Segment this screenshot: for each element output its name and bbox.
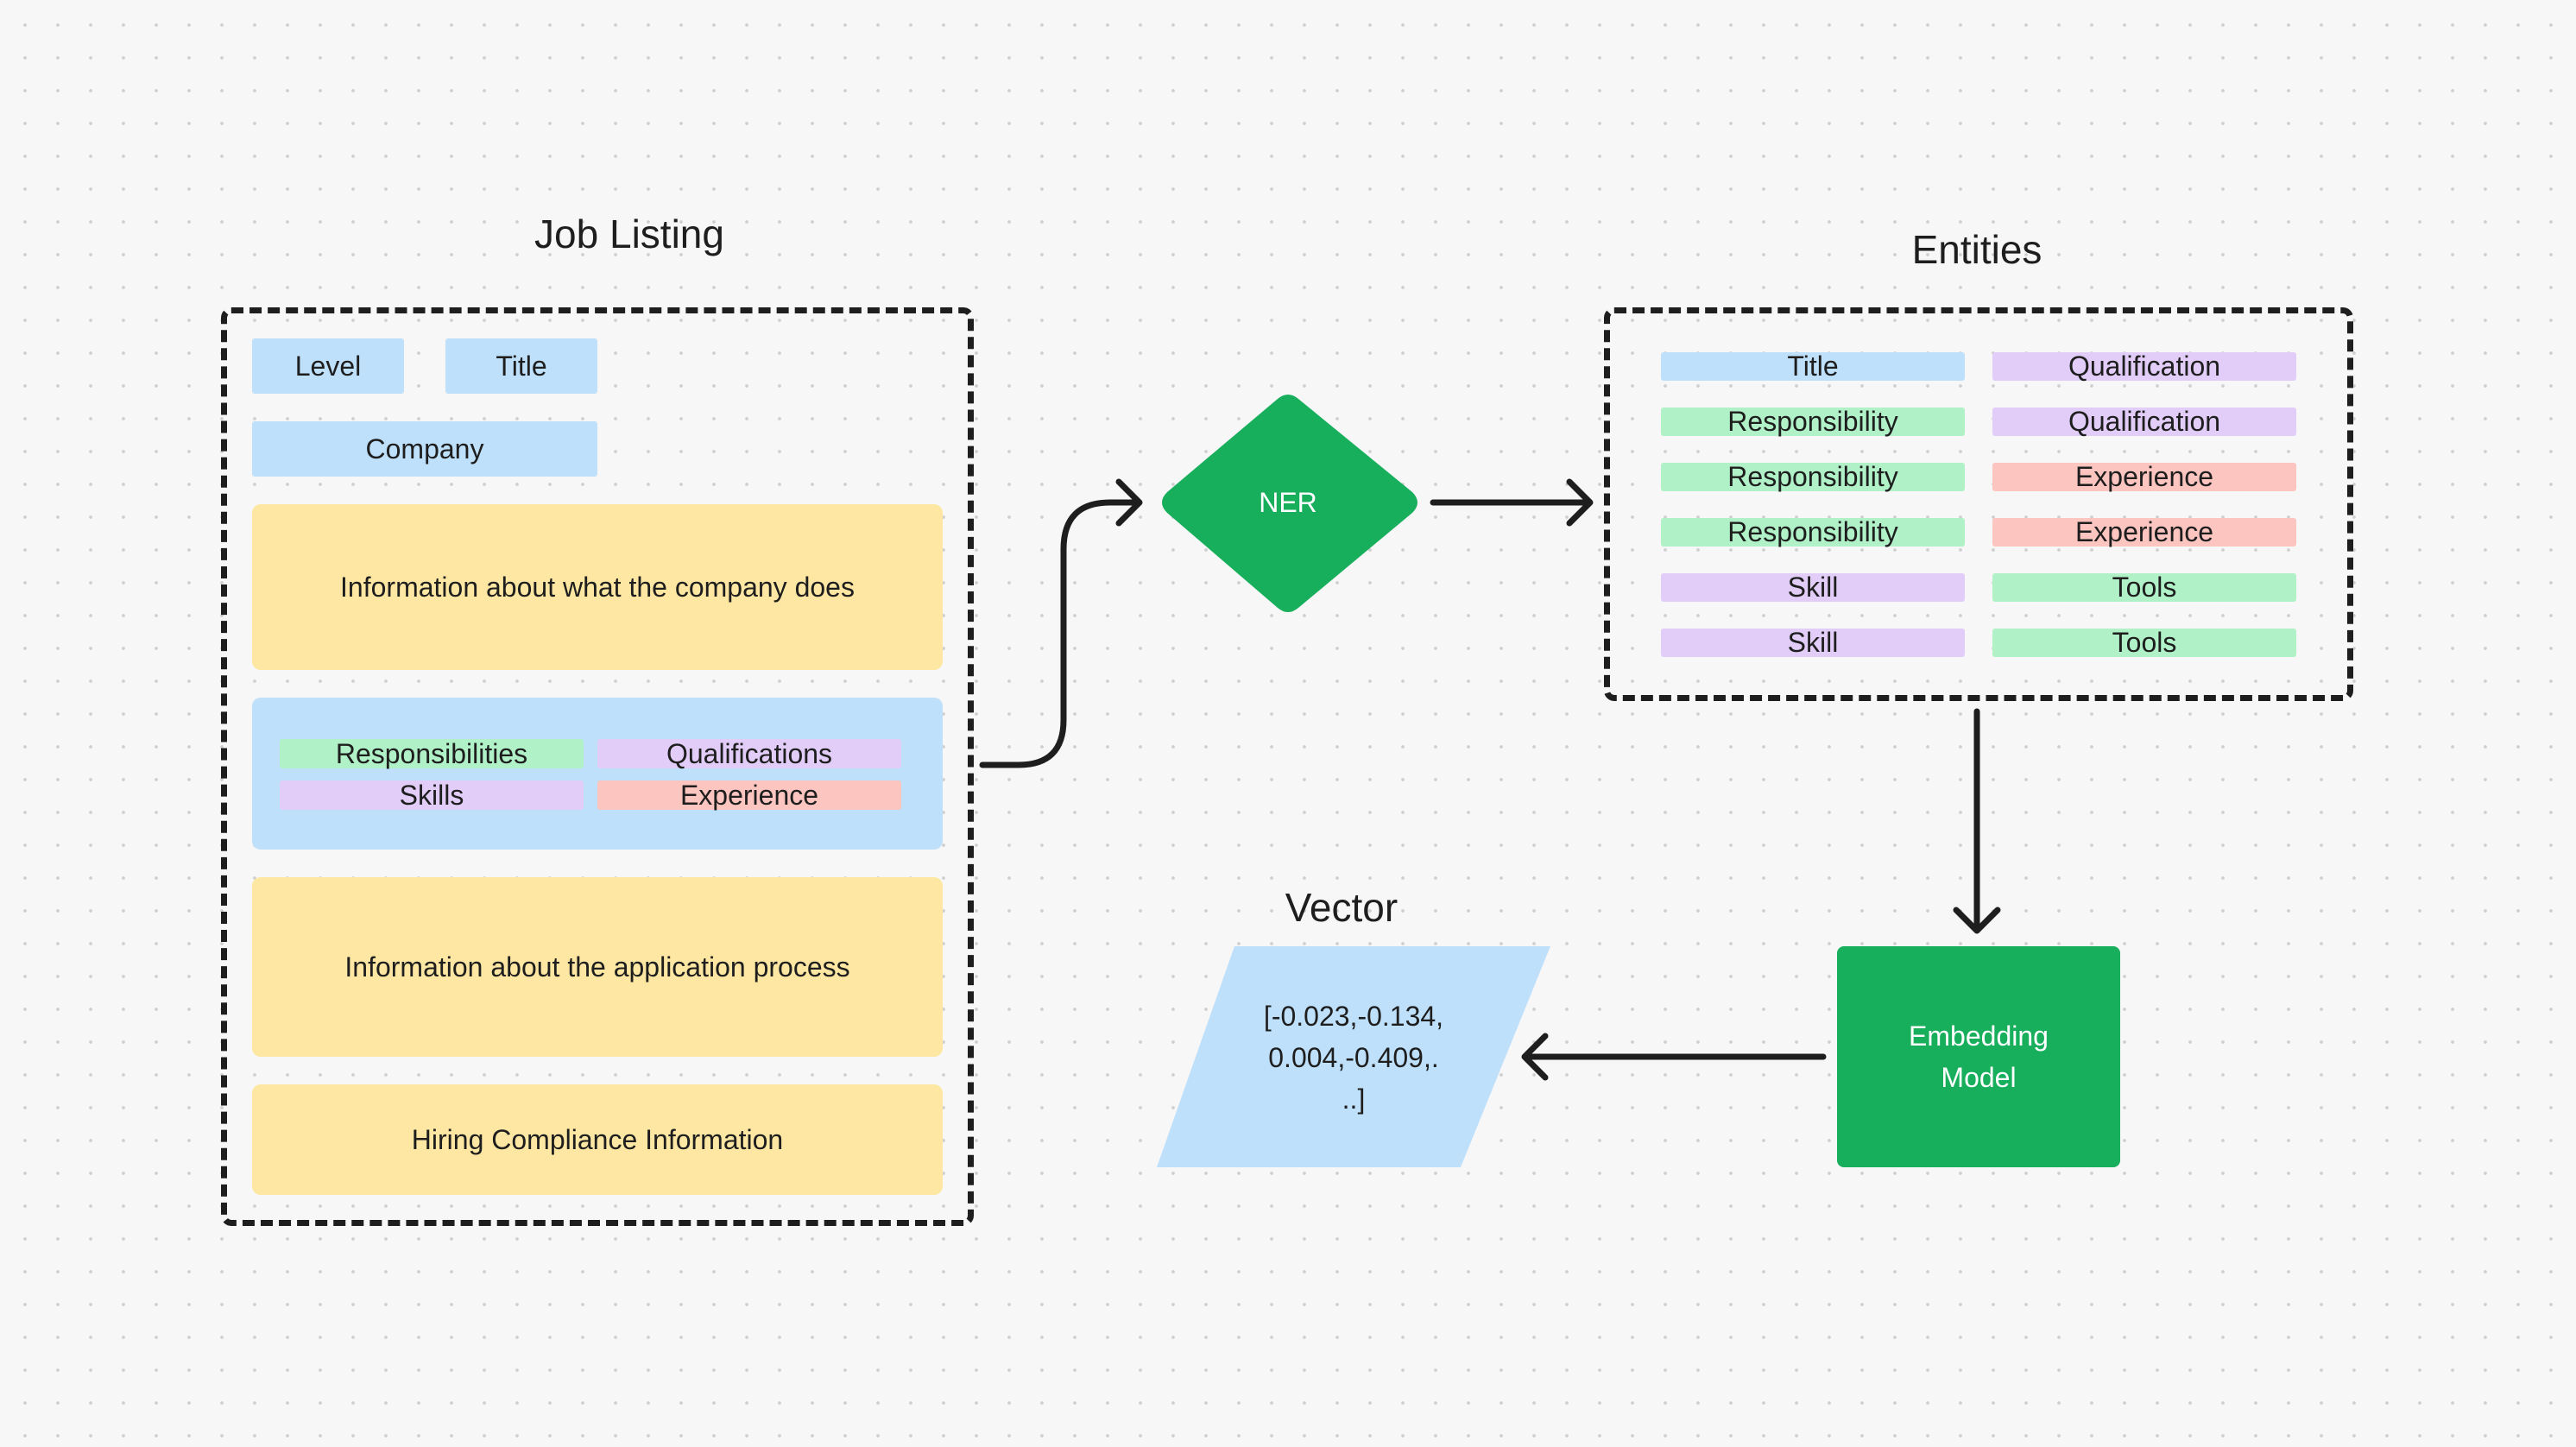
- vector-line-3: ..]: [1342, 1084, 1366, 1115]
- entities-box: [1604, 307, 2353, 701]
- arrowhead-entities-to-embedding: [1953, 907, 2001, 934]
- entities-heading: Entities: [1911, 227, 2042, 272]
- arrowhead-ner-to-entities: [1566, 478, 1594, 527]
- entity-left-6[interactable]: Skill: [1661, 627, 1965, 658]
- level-tag[interactable]: Level: [252, 338, 404, 394]
- company-tag[interactable]: Company: [252, 421, 597, 477]
- requirements-block[interactable]: Responsibilities Qualifications Skills E…: [252, 698, 943, 850]
- entity-right-1[interactable]: Qualification: [1992, 351, 2296, 382]
- ner-diamond[interactable]: [1162, 395, 1417, 612]
- entity-right-5[interactable]: Tools: [1992, 572, 2296, 603]
- entity-right-3[interactable]: Experience: [1992, 461, 2296, 492]
- job-listing-box: [221, 307, 974, 1226]
- job-listing-heading: Job Listing: [534, 212, 724, 256]
- skills-tag: Skills: [280, 780, 584, 811]
- entity-left-5[interactable]: Skill: [1661, 572, 1965, 603]
- qualifications-tag: Qualifications: [597, 738, 901, 769]
- title-tag[interactable]: Title: [445, 338, 597, 394]
- embedding-line-1: Embedding: [1909, 1020, 2049, 1052]
- arrowhead-embedding-to-vector: [1521, 1033, 1549, 1081]
- application-info-block[interactable]: Information about the application proces…: [252, 877, 943, 1057]
- entity-left-4[interactable]: Responsibility: [1661, 516, 1965, 547]
- entity-right-2[interactable]: Qualification: [1992, 406, 2296, 437]
- vector-line-1: [-0.023,-0.134,: [1263, 1001, 1444, 1032]
- vector-heading: Vector: [1285, 885, 1398, 930]
- compliance-info-block[interactable]: Hiring Compliance Information: [252, 1084, 943, 1195]
- arrowhead-listing-to-ner: [1115, 478, 1143, 527]
- company-info-block[interactable]: Information about what the company does: [252, 504, 943, 670]
- embedding-line-2: Model: [1941, 1062, 2017, 1093]
- arrow-listing-to-ner: [979, 499, 1140, 768]
- ner-label: NER: [1259, 486, 1317, 518]
- experience-tag: Experience: [597, 780, 901, 811]
- entity-right-6[interactable]: Tools: [1992, 627, 2296, 658]
- embedding-model-box[interactable]: Embedding Model: [1837, 946, 2120, 1167]
- responsibilities-tag: Responsibilities: [280, 738, 584, 769]
- entity-left-2[interactable]: Responsibility: [1661, 406, 1965, 437]
- entity-left-3[interactable]: Responsibility: [1661, 461, 1965, 492]
- vector-line-2: 0.004,-0.409,.: [1268, 1042, 1439, 1073]
- entity-right-4[interactable]: Experience: [1992, 516, 2296, 547]
- vector-text: [-0.023,-0.134, 0.004,-0.409,. ..]: [1226, 984, 1481, 1131]
- entity-left-1[interactable]: Title: [1661, 351, 1965, 382]
- vector-parallelogram[interactable]: [1157, 946, 1550, 1167]
